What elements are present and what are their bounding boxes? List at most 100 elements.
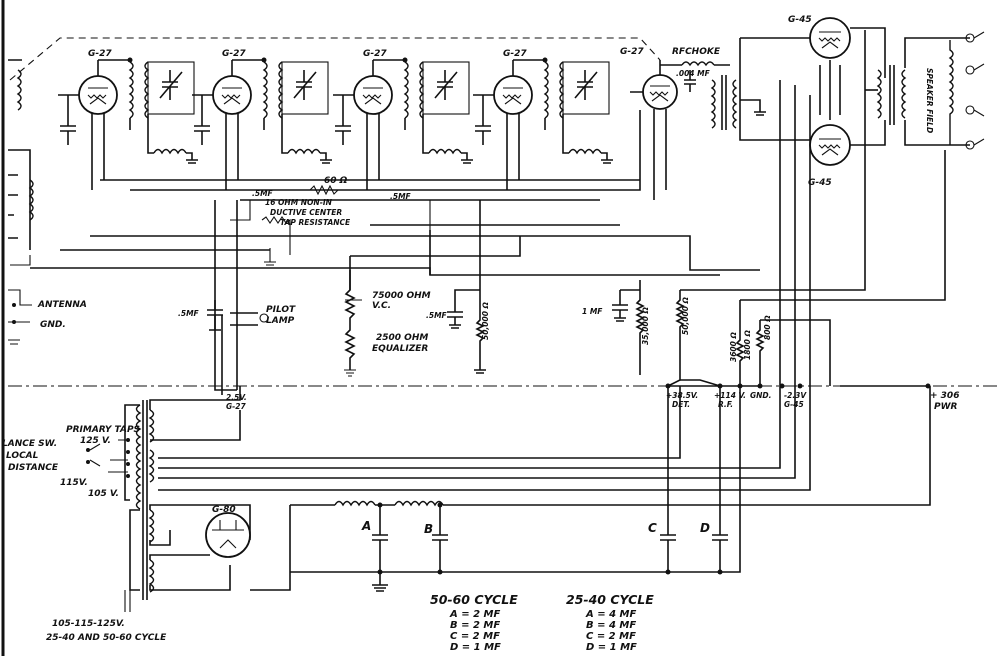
cycle-row: D = 1 MF <box>586 642 637 653</box>
cycle-row: D = 1 MF <box>450 642 501 653</box>
label-switch-1: LANCE SW. <box>2 439 57 449</box>
label-g27-2: G-27 <box>222 49 246 59</box>
rf-stage-3: G-27 <box>333 49 473 190</box>
voltage-divider <box>612 280 930 387</box>
cycle-row: C = 2 MF <box>450 631 500 642</box>
label-rf-2: R.F. <box>718 400 733 409</box>
rf-coil-primary <box>262 61 268 119</box>
label-g45-1: G-45 <box>788 15 812 25</box>
label-r-det: 50,000 Ω <box>481 301 490 340</box>
choke-ground <box>422 114 473 164</box>
label-5mf-b: .5MF <box>390 192 412 201</box>
choke-ground <box>147 114 198 164</box>
label-center-tap-3: TAP RESISTANCE <box>280 218 351 227</box>
rf-choke-coil <box>153 148 187 155</box>
rectifier-tube <box>205 512 251 558</box>
bypass-cap-left <box>207 300 223 331</box>
bypass-capacitor <box>194 95 210 145</box>
label-vc-2: V.C. <box>372 301 391 311</box>
label-5mf-c: .5MF <box>426 311 448 320</box>
tube-elements <box>221 87 242 105</box>
tube-elements <box>502 87 523 105</box>
label-supply-1: 105-115-125V. <box>52 619 125 629</box>
rf-stage-2: G-27 <box>192 49 332 190</box>
tube-elements <box>87 87 108 105</box>
label-g27-detector: G-27 <box>620 47 644 57</box>
tube-elements <box>649 85 670 102</box>
label-g45-2: G-45 <box>808 178 832 188</box>
variable-capacitor <box>574 70 598 100</box>
shield-dashed-line <box>9 37 661 81</box>
label-primary-taps: PRIMARY TAPS <box>66 425 140 435</box>
label-center-tap-2: DUCTIVE CENTER <box>270 208 342 217</box>
tube-elements <box>818 138 841 156</box>
tube-g27-1 <box>78 75 118 115</box>
rf-coil-secondary <box>419 61 425 119</box>
label-r-800: 800 Ω <box>763 315 772 340</box>
rf-choke-coil <box>287 148 321 155</box>
label-60-ohm: 60 Ω <box>324 176 348 186</box>
antenna-section <box>8 59 34 345</box>
label-gnd2: GND. <box>750 391 772 400</box>
label-r-det2: 50,000 Ω <box>681 296 690 335</box>
rf-coil-secondary <box>278 61 284 119</box>
cycle-title: 50-60 CYCLE <box>430 592 518 607</box>
label-tap-115: 115V. <box>60 478 88 488</box>
label-r-1800: 1800 Ω <box>743 330 752 360</box>
output-stage <box>680 27 985 395</box>
label-one-mf: 1 MF <box>582 307 603 316</box>
supply-leads <box>124 590 131 612</box>
rf-coil-primary <box>128 61 134 119</box>
detector-tube-stage: G-27 <box>620 47 678 200</box>
rf-coil-secondary <box>144 61 150 119</box>
label-r-3600: 3600 Ω <box>729 332 738 362</box>
rf-coil-primary <box>543 61 549 119</box>
tuning-box <box>562 61 610 115</box>
tube-g27-4 <box>493 75 533 115</box>
junction-dot <box>261 57 267 63</box>
label-5mf-d: .5MF <box>178 309 200 318</box>
label-eq-2: EQUALIZER <box>372 344 428 354</box>
junction-dot <box>542 57 548 63</box>
rf-coil-primary <box>403 61 409 119</box>
output-tube-1: G-45 <box>788 15 851 59</box>
label-cap-d: D <box>700 521 710 535</box>
tube-g45-2 <box>809 124 851 166</box>
cycle-row: C = 2 MF <box>586 631 636 642</box>
choke-ground <box>281 114 332 164</box>
plate-lead <box>98 59 131 62</box>
rf-stage-1: G-27 <box>58 49 198 190</box>
label-switch-3: DISTANCE <box>8 463 59 473</box>
variable-capacitor <box>293 70 317 100</box>
tube-g27-detector <box>642 74 678 110</box>
bypass-cap-5mf <box>447 289 486 374</box>
label-rf-1: +114 V. <box>714 391 746 400</box>
pilot-lamp <box>230 312 269 326</box>
label-pilot-1: PILOT <box>266 305 296 315</box>
label-center-tap-1: 16 OHM NON-IN <box>265 198 333 207</box>
label-eq-1: 2500 OHM <box>376 333 428 343</box>
output-tube-2: G-45 <box>808 124 851 188</box>
label-speaker-field: SPEAKER FIELD <box>925 68 934 133</box>
label-rf-choke: RFCHOKE <box>672 47 721 57</box>
tube-g27-2 <box>212 75 252 115</box>
label-minus-2: G-45 <box>784 400 804 409</box>
cycle-title: 25-40 CYCLE <box>566 592 654 607</box>
choke-ground <box>562 114 613 164</box>
label-det-2: DET. <box>672 400 690 409</box>
rf-stage-4: G-27 <box>473 49 613 190</box>
plate-lead <box>373 59 406 62</box>
junction-dot <box>402 57 408 63</box>
label-g27-1: G-27 <box>88 49 112 59</box>
rf-choke-coil <box>428 148 462 155</box>
label-cap-c: C <box>648 521 657 535</box>
label-heater-2: G-27 <box>226 402 246 411</box>
cycle-row: A = 4 MF <box>585 609 636 620</box>
tube-g27-3 <box>353 75 393 115</box>
label-pilot-2: LAMP <box>266 316 295 326</box>
label-gnd: GND. <box>40 320 66 330</box>
